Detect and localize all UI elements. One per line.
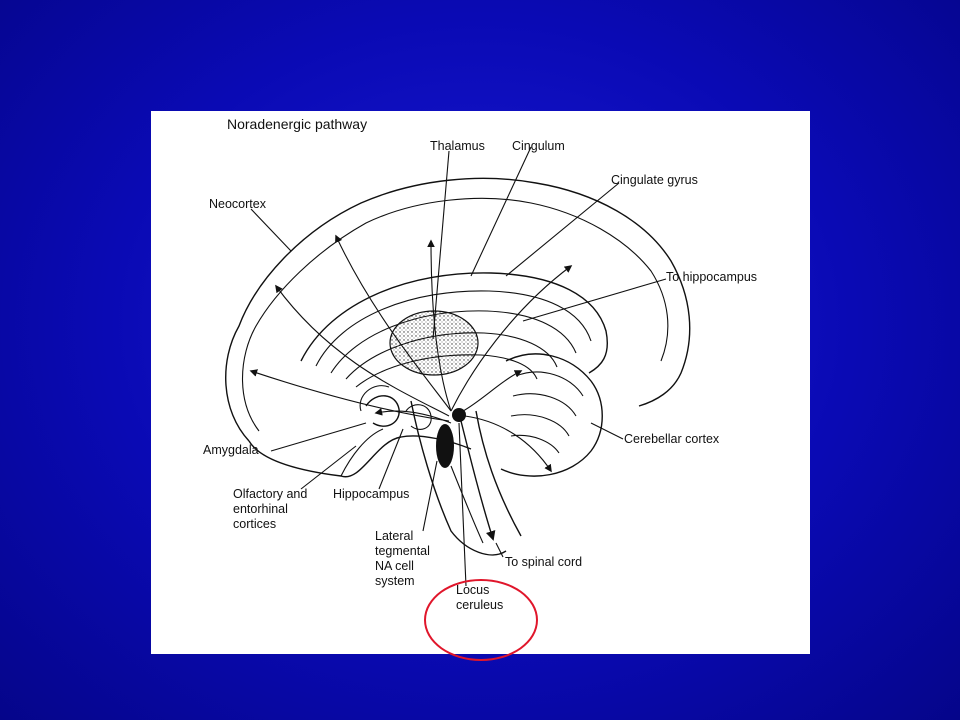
label-to-spinal-cord: To spinal cord bbox=[505, 555, 583, 569]
label-to-hippocampus: To hippocampus bbox=[666, 270, 758, 284]
label-amygdala: Amygdala bbox=[203, 443, 259, 457]
label-cerebellar-cortex: Cerebellar cortex bbox=[624, 432, 720, 446]
label-lateral-tegmental: Lateral tegmental NA cell system bbox=[375, 529, 430, 588]
cingulum-arc-2 bbox=[315, 290, 592, 367]
temporal-lobe bbox=[248, 435, 472, 478]
cortex-outline bbox=[225, 177, 691, 442]
locus-ceruleus-nucleus bbox=[452, 408, 466, 422]
label-neocortex: Neocortex bbox=[209, 197, 266, 211]
label-cingulum: Cingulum bbox=[512, 139, 565, 153]
lateral-tegmental-nucleus bbox=[436, 424, 454, 468]
locus-ceruleus-highlight-circle bbox=[424, 579, 538, 661]
diagram-panel: Noradenergic pathway Thalamus Cingulum C… bbox=[151, 111, 810, 654]
cerebellum bbox=[500, 353, 603, 477]
label-cingulate-gyrus: Cingulate gyrus bbox=[611, 173, 698, 187]
diagram-title: Noradenergic pathway bbox=[227, 116, 368, 132]
cingulum-arc-1 bbox=[300, 272, 608, 374]
brainstem bbox=[410, 400, 507, 556]
amygdala-shape bbox=[365, 395, 400, 427]
label-hippocampus: Hippocampus bbox=[333, 487, 410, 501]
label-olfactory-entorhinal: Olfactory and entorhinal cortices bbox=[233, 487, 308, 531]
cortex-outline-inner bbox=[242, 197, 669, 432]
cingulum-arc-3 bbox=[330, 310, 577, 374]
label-thalamus: Thalamus bbox=[430, 139, 485, 153]
brain-illustration bbox=[225, 146, 691, 587]
cingulum-arc-4 bbox=[345, 332, 558, 380]
